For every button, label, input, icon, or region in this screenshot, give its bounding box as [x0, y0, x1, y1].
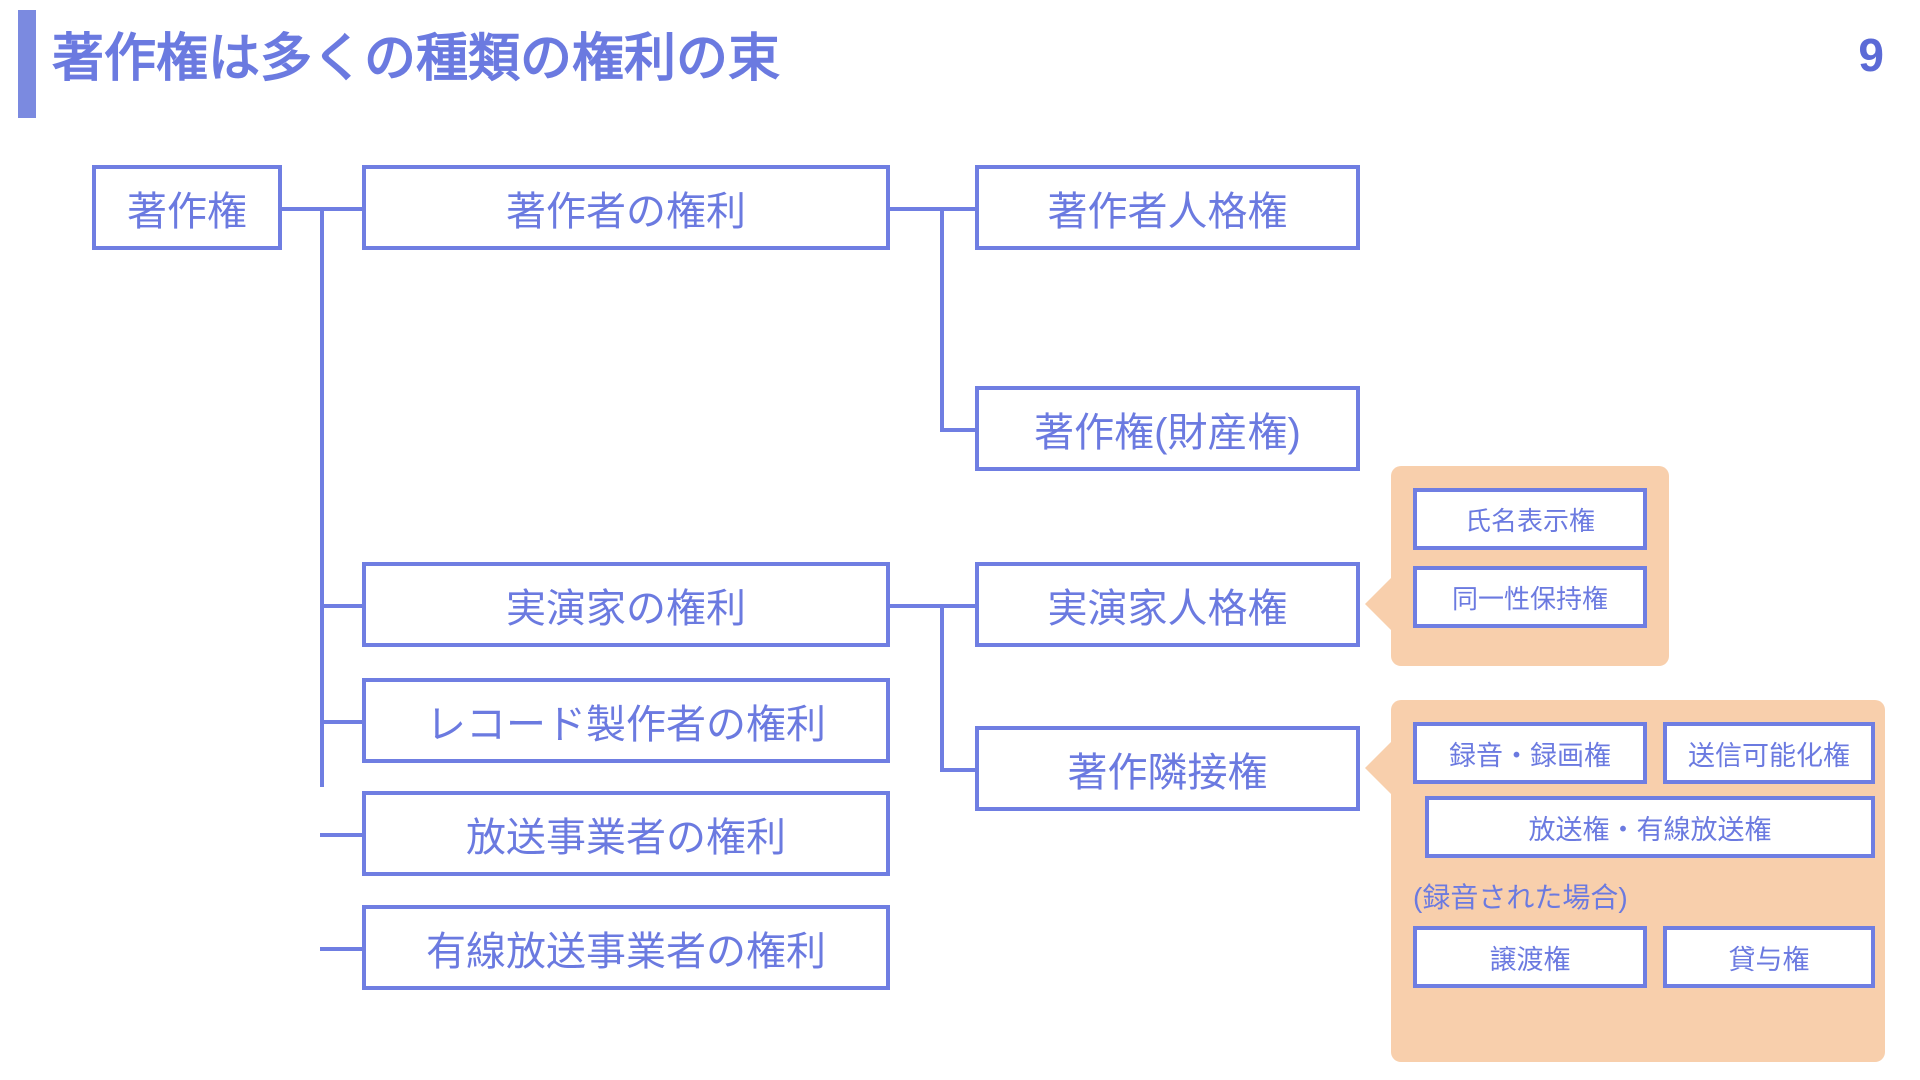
panel-item-label: 送信可能化権	[1688, 740, 1850, 771]
panel-item-label: 譲渡権	[1489, 944, 1571, 975]
connector-trunk-stub-1	[320, 207, 365, 211]
connector-author-child-2	[940, 428, 975, 432]
connector-author-trunk	[940, 207, 944, 430]
panel-item-box[interactable]: 譲渡権	[1413, 926, 1647, 988]
node-neighboring-rights[interactable]: 著作隣接権	[975, 726, 1360, 811]
page-title: 著作権は多くの種類の権利の束	[52, 30, 781, 88]
connector-trunk-stub-2	[320, 604, 365, 608]
node-label: レコード製作者の権利	[426, 702, 826, 747]
node-label: 著作権	[127, 189, 247, 234]
panel-item-label: 同一性保持権	[1451, 583, 1608, 614]
title-accent-bar	[18, 10, 36, 118]
connector-performer-child-2	[940, 768, 975, 772]
connector-trunk-stub-5	[320, 947, 365, 951]
node-label: 有線放送事業者の権利	[426, 929, 826, 974]
panel-item-label: 貸与権	[1728, 944, 1810, 975]
connector-performer-child-1	[940, 604, 975, 608]
panel-item-label: 氏名表示権	[1464, 505, 1595, 536]
node-label: 著作隣接権	[1067, 750, 1268, 795]
panel-arrow-performer-moral	[1365, 578, 1391, 630]
connector-trunk-stub-3	[320, 720, 365, 724]
panel-neighboring-rights: 録音・録画権 送信可能化権 放送権・有線放送権 (録音された場合) 譲渡権 貸与…	[1391, 700, 1885, 1062]
node-author-moral-rights[interactable]: 著作者人格権	[975, 165, 1360, 250]
panel-arrow-neighboring	[1365, 742, 1391, 794]
panel-item-box[interactable]: 貸与権	[1663, 926, 1875, 988]
panel-item-box[interactable]: 同一性保持権	[1413, 566, 1647, 628]
node-broadcaster-rights[interactable]: 放送事業者の権利	[362, 791, 890, 876]
panel-item-label: 放送権・有線放送権	[1528, 814, 1772, 845]
panel-performer-moral-rights: 氏名表示権 同一性保持権	[1391, 466, 1669, 666]
node-label: 著作権(財産権)	[1034, 410, 1301, 455]
node-root-copyright[interactable]: 著作権	[92, 165, 282, 250]
panel-item-label: 録音・録画権	[1449, 740, 1611, 771]
connector-author-child-1	[940, 207, 975, 211]
connector-performer-trunk	[940, 604, 944, 772]
node-label: 実演家人格権	[1047, 586, 1288, 631]
connector-performer-out	[884, 604, 944, 608]
node-label: 実演家の権利	[506, 586, 746, 631]
node-performer-rights[interactable]: 実演家の権利	[362, 562, 890, 647]
panel-item-box[interactable]: 氏名表示権	[1413, 488, 1647, 550]
connector-main-trunk	[320, 207, 324, 787]
node-cable-broadcaster-rights[interactable]: 有線放送事業者の権利	[362, 905, 890, 990]
panel-note-recorded-case: (録音された場合)	[1413, 882, 1628, 913]
node-performer-moral-rights[interactable]: 実演家人格権	[975, 562, 1360, 647]
panel-item-box[interactable]: 送信可能化権	[1663, 722, 1875, 784]
node-record-producer-rights[interactable]: レコード製作者の権利	[362, 678, 890, 763]
panel-item-box[interactable]: 放送権・有線放送権	[1425, 796, 1875, 858]
node-author-rights[interactable]: 著作者の権利	[362, 165, 890, 250]
node-label: 著作者人格権	[1047, 189, 1288, 234]
connector-trunk-stub-4	[320, 833, 365, 837]
node-label: 放送事業者の権利	[466, 815, 786, 860]
node-label: 著作者の権利	[506, 189, 746, 234]
panel-item-box[interactable]: 録音・録画権	[1413, 722, 1647, 784]
node-copyright-property-rights[interactable]: 著作権(財産権)	[975, 386, 1360, 471]
connector-author-out	[884, 207, 944, 211]
page-number: 9	[1858, 29, 1884, 81]
